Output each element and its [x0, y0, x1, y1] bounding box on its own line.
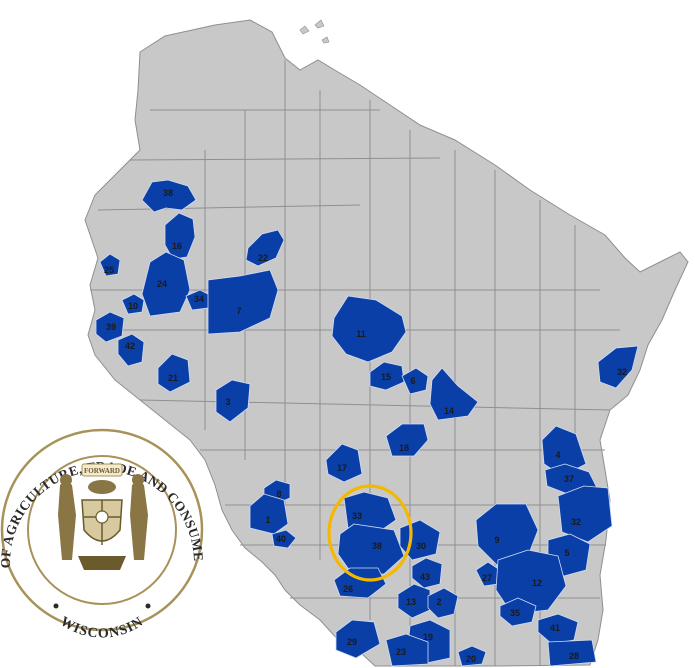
region-10[interactable] — [121, 293, 145, 315]
seal-emblem: FORWARD — [58, 463, 148, 570]
region-label-37: 37 — [564, 474, 574, 484]
region-label-29: 29 — [347, 637, 357, 647]
region-35[interactable] — [499, 597, 537, 627]
region-11[interactable] — [331, 295, 407, 363]
region-25[interactable] — [99, 253, 121, 277]
region-label-13: 13 — [406, 597, 416, 607]
region-41[interactable] — [537, 613, 579, 645]
region-label-43: 43 — [420, 572, 430, 582]
region-23[interactable] — [385, 633, 429, 667]
region-1[interactable] — [249, 493, 289, 535]
region-26[interactable] — [333, 567, 387, 599]
region-label-3: 3 — [225, 397, 230, 407]
region-label-27: 27 — [482, 573, 492, 583]
highlight-circle[interactable] — [327, 484, 413, 582]
region-label-2: 2 — [436, 597, 441, 607]
region-label-5: 5 — [564, 548, 569, 558]
region-label-10: 10 — [128, 301, 138, 311]
region-label-32: 32 — [617, 367, 627, 377]
region-label-15: 15 — [381, 372, 391, 382]
region-label-33: 33 — [352, 511, 362, 521]
region-label-9: 9 — [494, 535, 499, 545]
region-4[interactable] — [541, 425, 587, 477]
region-label-20: 20 — [466, 654, 476, 664]
region-17[interactable] — [325, 443, 363, 483]
region-40[interactable] — [271, 529, 297, 549]
region-label-39: 39 — [106, 322, 116, 332]
region-3[interactable] — [215, 379, 251, 423]
region-label-12: 12 — [532, 578, 542, 588]
region-label-42: 42 — [125, 341, 135, 351]
region-32b[interactable] — [557, 485, 613, 543]
region-label-19: 19 — [423, 632, 433, 642]
region-label-21: 21 — [168, 373, 178, 383]
region-label-22: 22 — [258, 253, 268, 263]
region-38[interactable] — [141, 179, 197, 213]
region-label-11: 11 — [356, 329, 366, 339]
region-21[interactable] — [157, 353, 191, 393]
region-label-32b: 32 — [571, 517, 581, 527]
region-32[interactable] — [597, 345, 639, 389]
region-16[interactable] — [164, 212, 196, 260]
region-label-18: 18 — [399, 443, 409, 453]
region-label-7: 7 — [236, 306, 241, 316]
region-20[interactable] — [457, 645, 487, 667]
region-label-16: 16 — [172, 241, 182, 251]
region-label-8: 8 — [276, 489, 281, 499]
region-28[interactable] — [547, 639, 597, 667]
region-42[interactable] — [117, 333, 145, 367]
region-layer — [95, 179, 639, 667]
region-39[interactable] — [95, 311, 125, 343]
region-label-17: 17 — [337, 463, 347, 473]
region-15[interactable] — [369, 361, 405, 391]
seal-motto: FORWARD — [84, 467, 120, 475]
region-38b[interactable] — [337, 523, 405, 575]
region-label-34: 34 — [194, 294, 204, 304]
region-label-23: 23 — [396, 647, 406, 657]
region-14[interactable] — [429, 367, 479, 421]
region-label-6: 6 — [410, 376, 415, 386]
region-label-1: 1 — [265, 515, 270, 525]
region-label-28: 28 — [569, 651, 579, 661]
region-12[interactable] — [495, 549, 567, 615]
region-label-26: 26 — [343, 584, 353, 594]
region-label-4: 4 — [555, 450, 560, 460]
region-label-24: 24 — [157, 279, 167, 289]
region-label-41: 41 — [550, 623, 560, 633]
peninsula-islands — [299, 19, 330, 44]
region-6[interactable] — [401, 367, 429, 395]
region-label-40: 40 — [276, 534, 286, 544]
region-22[interactable] — [245, 229, 285, 267]
region-24[interactable] — [141, 251, 191, 317]
region-label-14: 14 — [444, 406, 454, 416]
region-7[interactable] — [207, 269, 279, 335]
region-29[interactable] — [335, 619, 381, 659]
region-9[interactable] — [475, 503, 539, 567]
region-label-35: 35 — [510, 608, 520, 618]
region-18[interactable] — [385, 423, 429, 457]
region-label-30: 30 — [416, 541, 426, 551]
region-label-38: 38 — [163, 188, 173, 198]
region-2[interactable] — [427, 587, 459, 619]
region-label-38b: 38 — [372, 541, 382, 551]
region-label-25: 25 — [104, 265, 114, 275]
region-43[interactable] — [411, 557, 443, 589]
